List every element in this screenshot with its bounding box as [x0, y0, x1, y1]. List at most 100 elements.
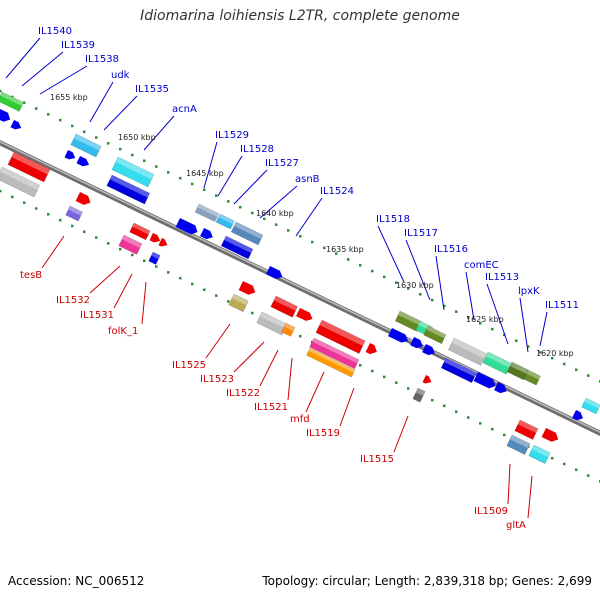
- gene-box-red: [514, 419, 539, 440]
- kbp-label: 1645 kbp: [186, 169, 224, 178]
- leader-line-bottom: [393, 415, 409, 453]
- gene-label-il1518: IL1518: [376, 214, 410, 225]
- gene-label-il1513: IL1513: [485, 272, 519, 283]
- gene-arrow-blue: [64, 150, 76, 160]
- scale-dot-upper: [575, 368, 578, 372]
- scale-dot-upper: [95, 136, 98, 139]
- scale-dot-lower: [251, 311, 254, 315]
- kbp-label: 1620 kbp: [536, 349, 574, 358]
- gene-box-cyan: [70, 133, 102, 158]
- leader-line-bottom: [141, 281, 147, 325]
- scale-dot-upper: [311, 240, 314, 244]
- gene-label-tesb: tesB: [20, 270, 42, 281]
- gene-arrow-red: [158, 238, 168, 247]
- scale-dot-upper: [131, 153, 134, 157]
- scale-dot-lower: [467, 416, 470, 419]
- scale-dot-lower: [431, 398, 434, 402]
- gene-arrow-blue: [266, 266, 283, 279]
- gene-label-il1521: IL1521: [254, 402, 288, 413]
- scale-dot-upper: [335, 252, 338, 255]
- scale-dot-lower: [167, 271, 170, 274]
- gene-box-cyan: [215, 213, 235, 230]
- scale-dot-lower: [299, 335, 302, 338]
- gene-label-il1522: IL1522: [226, 388, 260, 399]
- scale-dot-lower: [587, 474, 590, 477]
- scale-dot-lower: [131, 253, 134, 257]
- accession-text: Accession: NC_006512: [8, 574, 145, 588]
- scale-dot-upper: [359, 264, 362, 267]
- scale-dot-upper: [239, 205, 242, 209]
- leader-line-top: [465, 271, 475, 321]
- gene-label-lpxk: lpxK: [518, 286, 540, 297]
- scale-dot-lower: [551, 456, 554, 460]
- scale-dot-lower: [59, 218, 62, 222]
- gene-label-glta: gltA: [506, 520, 526, 531]
- gene-box-teal: [482, 351, 512, 375]
- leader-line-top: [377, 225, 405, 283]
- scale-dot-upper: [371, 269, 374, 273]
- gene-arrow-blue: [175, 218, 198, 235]
- leader-line-bottom: [527, 475, 533, 519]
- scale-dot-lower: [47, 213, 50, 216]
- scale-dot-upper: [431, 298, 434, 302]
- gene-label-il1524: IL1524: [320, 186, 354, 197]
- scale-dot-lower: [395, 381, 398, 384]
- scale-dot-upper: [563, 362, 566, 366]
- gene-box-orange: [306, 347, 356, 378]
- gene-box-green: [0, 91, 24, 112]
- scale-dot-upper: [11, 95, 14, 99]
- gene-arrow-blue: [473, 372, 496, 389]
- scale-dot-lower: [479, 422, 482, 425]
- gene-box-blue: [220, 235, 254, 260]
- scale-dot-upper: [539, 351, 542, 354]
- scale-dot-lower: [95, 236, 98, 239]
- gene-box-cyan: [111, 156, 155, 188]
- scale-dot-upper: [71, 124, 74, 128]
- gene-arrow-red: [422, 375, 432, 384]
- leader-line-bottom: [287, 357, 293, 401]
- leader-line-bottom: [259, 349, 279, 387]
- scale-dot-upper: [527, 345, 530, 348]
- scale-dot-upper: [455, 310, 458, 313]
- scale-dot-upper: [275, 223, 278, 226]
- scale-dot-upper: [23, 101, 26, 104]
- scale-dot-upper: [83, 130, 86, 133]
- leader-line-bottom: [339, 387, 355, 427]
- scale-dot-lower: [455, 410, 458, 413]
- gene-label-il1531: IL1531: [80, 310, 114, 321]
- backbone-line: [0, 140, 600, 436]
- scale-dot-upper: [467, 316, 470, 319]
- gene-box-red: [270, 295, 298, 318]
- gene-arrow-red: [238, 281, 256, 295]
- gene-box-blue: [440, 357, 477, 384]
- scale-dot-upper: [419, 293, 422, 296]
- gene-arrow-red: [365, 343, 377, 355]
- scale-dot-lower: [563, 462, 566, 466]
- gene-label-mfd: mfd: [290, 414, 310, 425]
- gene-label-il1529: IL1529: [215, 130, 249, 141]
- label-leader-lines: [5, 37, 548, 519]
- scale-dot-upper: [479, 322, 482, 325]
- gene-arrow-red: [75, 192, 91, 205]
- genome-summary-text: Topology: circular; Length: 2,839,318 bp…: [262, 574, 592, 588]
- scale-dot-upper: [395, 281, 398, 284]
- kbp-label: 1655 kbp: [50, 93, 88, 102]
- gene-box-steel: [506, 434, 531, 455]
- backbone-highlight: [0, 141, 600, 433]
- scale-dot-upper: [323, 246, 326, 250]
- scale-dot-upper: [503, 333, 506, 337]
- chart-title: Idiomarina loihiensis L2TR, complete gen…: [140, 8, 460, 24]
- scale-dot-upper: [551, 356, 554, 360]
- gene-label-il1511: IL1511: [545, 300, 579, 311]
- leader-line-top: [259, 185, 298, 219]
- gene-arrow-red: [149, 233, 161, 243]
- leader-line-top: [519, 297, 529, 353]
- kbp-label: 1650 kbp: [118, 133, 156, 142]
- scale-dot-upper: [59, 118, 62, 122]
- scale-dot-lower: [23, 201, 26, 204]
- gene-features: [0, 91, 600, 464]
- scale-dot-upper: [443, 304, 446, 308]
- gene-arrow-blue: [410, 337, 423, 349]
